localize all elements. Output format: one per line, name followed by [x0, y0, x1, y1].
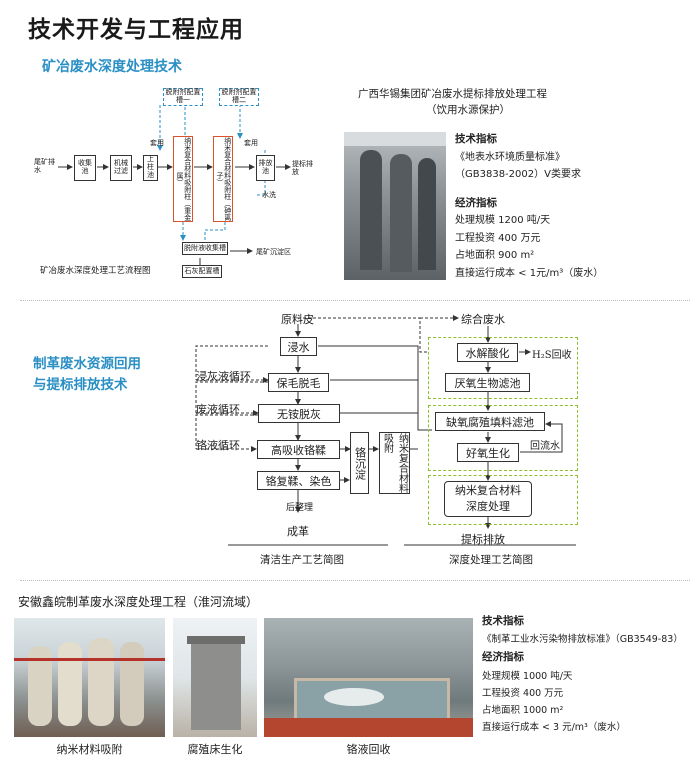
flow-reuse-1: 套用 [150, 139, 164, 147]
tan-finish: 后整理 [286, 503, 314, 513]
project2-specs: 技术指标 《制革工业水污染物排放标准》（GB3549-83） 经济指标 处理规模… [482, 612, 698, 737]
right-group-3 [428, 475, 578, 525]
project1-eco-3: 占地面积 900 m² [455, 250, 535, 261]
tan-cr-precip: 铬沉淀 [350, 432, 369, 494]
section-title-tannery: 制革废水资源回用 与提标排放技术 [33, 354, 141, 396]
project1-specs: 技术指标 《地表水环境质量标准》 （GB3838-2002）V类要求 经济指标 … [455, 130, 695, 282]
right-nano: 纳米复合材料深度处理 [444, 481, 532, 517]
flow-collect: 收集池 [74, 155, 96, 181]
tan-retan: 铬复鞣、染色 [257, 471, 340, 490]
flow-lime: 石灰配置槽 [182, 265, 222, 278]
project1-tech-1: 《地表水环境质量标准》 [455, 151, 565, 163]
section-title-tannery-1: 制革废水资源回用 [33, 356, 141, 372]
mining-flow-caption: 矿冶废水深度处理工艺流程图 [40, 266, 151, 276]
tan-hair: 保毛脱毛 [268, 373, 329, 392]
flow-tail: 尾矿沉淀区 [256, 248, 291, 256]
tan-soak: 浸水 [280, 337, 317, 356]
flow-filter: 机械过滤 [110, 155, 132, 181]
project1-eco-1: 处理规模 1200 吨/天 [455, 215, 551, 226]
right-group-1 [428, 337, 578, 399]
tan-nano: 纳米复合材料吸附 [379, 432, 410, 494]
flow-agent-1: 脱附剂配置槽一 [163, 88, 203, 106]
right-reflux: 回流水 [530, 441, 560, 452]
tan-cr-loop: 铬液循环 [196, 439, 240, 452]
flow-column-1: 纳米复合材料吸附柱（重金属） [173, 136, 193, 222]
photo-nano-adsorption-caption: 纳米材料吸附 [56, 743, 123, 756]
right-h2s: H₂S回收 [532, 350, 572, 361]
flow-inflow: 尾矿排水 [34, 158, 55, 175]
project2-eco-head: 经济指标 [482, 651, 524, 664]
right-anaer: 厌氧生物滤池 [445, 373, 530, 392]
flow-out: 提标排放 [292, 160, 313, 177]
project2-eco-2: 工程投资 400 万元 [482, 687, 564, 699]
tan-waste-loop: 废液循环 [196, 403, 240, 416]
page-title: 技术开发与工程应用 [28, 17, 244, 43]
flow-agent-2: 脱附剂配置槽二 [219, 88, 259, 106]
flow-discharge: 排放池 [256, 155, 275, 181]
right-out: 提标排放 [461, 533, 505, 546]
project1-tech-2: （GB3838-2002）V类要求 [455, 169, 581, 180]
mining-flow-lines [58, 104, 291, 266]
project1-tech-head: 技术指标 [455, 133, 497, 145]
project1-subtitle: （饮用水源保护） [426, 104, 510, 116]
tan-deash: 无铵脱灰 [258, 404, 340, 423]
section-divider-2 [20, 580, 690, 581]
project1-eco-head: 经济指标 [455, 196, 497, 209]
tan-product: 成革 [287, 525, 309, 538]
photo-chrome-recovery-caption: 铬液回收 [346, 743, 391, 756]
flow-upper: 上柱池 [143, 155, 158, 181]
right-anox: 缺氧腐殖填料滤池 [435, 412, 545, 431]
flow-desorb: 脱附液收集槽 [182, 242, 228, 255]
right-caption: 深度处理工艺简图 [449, 554, 533, 566]
flow-reuse-2: 套用 [244, 139, 258, 147]
right-group-2 [428, 405, 578, 471]
project1-title: 广西华锡集团矿冶废水提标排放处理工程 [358, 88, 547, 100]
project2-tech-1: 《制革工业水污染物排放标准》（GB3549-83） [482, 634, 683, 646]
flow-column-2: 纳米复合材料吸附柱（砷离子） [213, 136, 233, 222]
right-hydro: 水解酸化 [457, 343, 518, 362]
project2-eco-1: 处理规模 1000 吨/天 [482, 670, 573, 682]
project2-eco-3: 占地面积 1000 m² [482, 705, 564, 717]
project2-title: 安徽鑫皖制革废水深度处理工程（淮河流域） [18, 595, 259, 609]
project2-eco-4: 直接运行成本 < 3 元/m³（废水） [482, 722, 626, 734]
project2-tech-head: 技术指标 [482, 615, 524, 627]
tannery-flow-lines [195, 315, 576, 546]
photo-humus-bed-caption: 腐殖床生化 [187, 743, 243, 756]
right-combined: 综合废水 [461, 313, 505, 326]
project1-eco-4: 直接运行成本 < 1元/m³（废水） [455, 267, 604, 279]
flow-wash: 水洗 [262, 191, 276, 199]
tan-lime-loop: 浸灰液循环 [196, 370, 251, 383]
photo-humus-bed [173, 618, 257, 737]
section-title-mining: 矿冶废水深度处理技术 [42, 59, 182, 75]
tan-left-caption: 清洁生产工艺简图 [260, 554, 344, 566]
photo-chrome-recovery [264, 618, 473, 737]
tan-raw: 原料皮 [281, 313, 314, 326]
right-aerobic: 好氧生化 [457, 443, 519, 462]
section-title-tannery-2: 与提标排放技术 [33, 376, 128, 393]
photo-nano-adsorption [14, 618, 165, 737]
project1-photo [344, 132, 446, 280]
tan-high-absorb: 高吸收铬鞣 [257, 440, 340, 459]
project1-eco-2: 工程投资 400 万元 [455, 232, 541, 244]
section-divider-1 [20, 300, 690, 301]
